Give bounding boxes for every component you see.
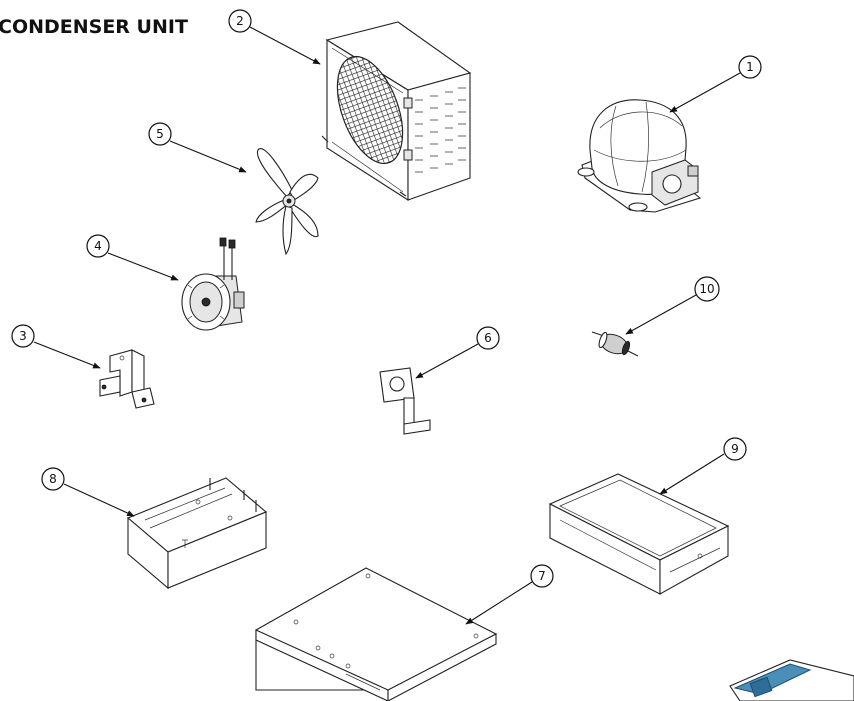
part-base-box: [126, 477, 268, 590]
part-partial-cutoff: [729, 659, 854, 701]
svg-text:4: 4: [94, 239, 102, 253]
part-compressor: [577, 99, 702, 213]
svg-text:9: 9: [731, 442, 739, 456]
callout-6: 6: [476, 326, 500, 350]
part-drain-tray: [548, 473, 730, 595]
svg-text:8: 8: [49, 472, 57, 486]
svg-text:2: 2: [236, 14, 244, 28]
callout-3: 3: [11, 324, 35, 348]
callout-5: 5: [148, 122, 172, 146]
leader-lines: [33, 26, 741, 625]
part-bottom-panel: [255, 567, 498, 701]
callout-10: 10: [694, 276, 720, 302]
part-condenser-coil: [321, 21, 472, 202]
callout-8: 8: [41, 467, 65, 491]
part-fan-blade: [255, 148, 319, 256]
part-motor-bracket: [99, 349, 155, 409]
diagram-title: CONDENSER UNIT: [0, 16, 188, 38]
callout-4: 4: [86, 234, 110, 258]
svg-text:7: 7: [538, 569, 546, 583]
part-filter-drier: [591, 331, 639, 357]
svg-text:5: 5: [156, 127, 164, 141]
callout-7: 7: [530, 564, 554, 588]
svg-text:3: 3: [19, 329, 27, 343]
svg-text:1: 1: [746, 60, 754, 74]
part-fan-motor: [181, 237, 245, 331]
callout-2: 2: [228, 9, 252, 33]
callout-1: 1: [738, 55, 762, 79]
part-bracket: [379, 367, 431, 435]
callout-9: 9: [723, 437, 747, 461]
svg-text:10: 10: [699, 282, 714, 296]
svg-text:6: 6: [484, 331, 492, 345]
